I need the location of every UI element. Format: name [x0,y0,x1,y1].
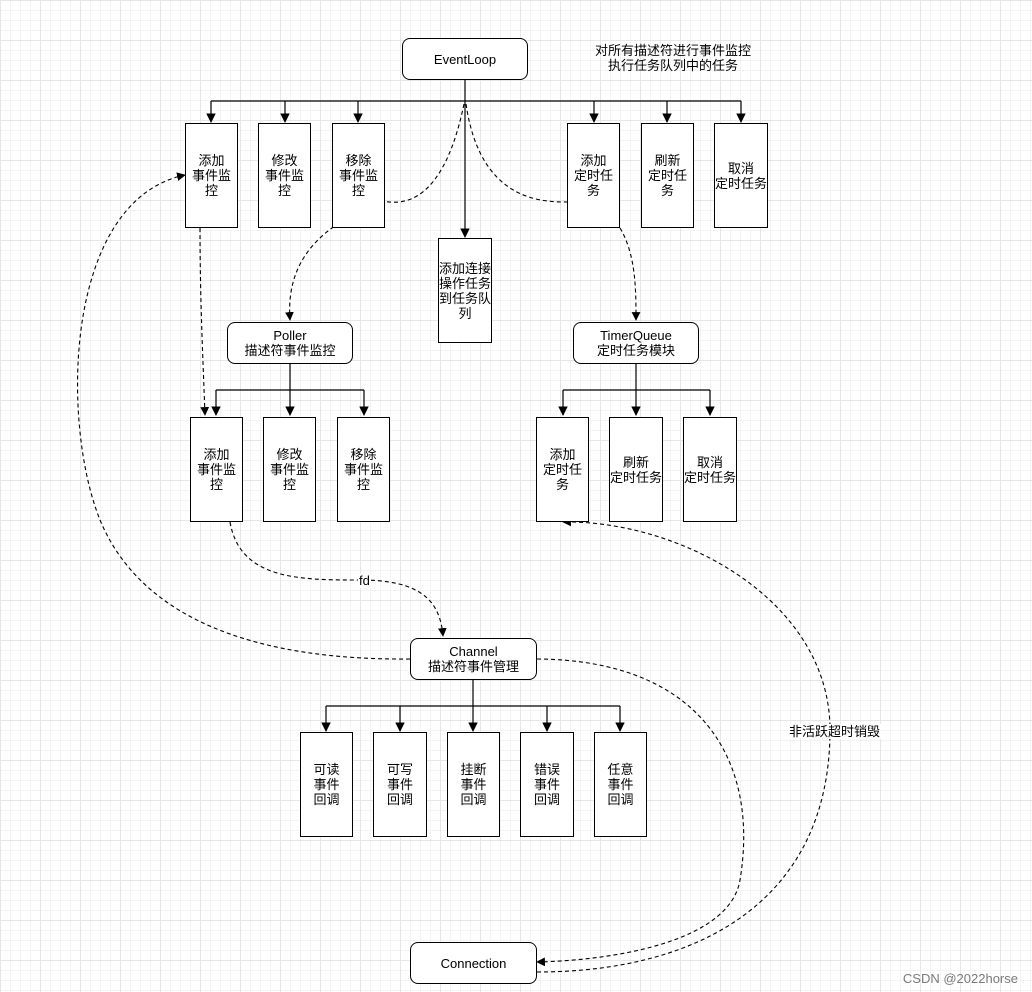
edge-dash-addtimer-to-timerqueue [619,227,641,321]
ch-write-box: 可写 事件 回调 [373,732,427,837]
p-del-monitor-box: 移除 事件监控 [337,417,390,522]
p-mod-monitor-box: 修改 事件监控 [263,417,316,522]
eventloop-note: 对所有描述符进行事件监控 执行任务队列中的任务 [594,43,751,73]
el-del-monitor-box: 移除 事件监控 [332,123,385,228]
ch-read-box: 可读 事件 回调 [300,732,353,837]
tq-cancel-box: 取消 定时任务 [683,417,737,522]
el-add-timer-box: 添加 定时任务 [567,123,620,228]
edge-dash-channel-to-el-add [77,172,411,660]
edge-dash-del-to-poller [285,103,465,321]
p-add-monitor-box: 添加 事件监控 [190,417,243,522]
edge-poller-bus [216,364,364,391]
ch-any-box: 任意 事件 回调 [594,732,647,837]
el-cancel-timer-box: 取消 定时任务 [714,123,768,228]
tq-add-box: 添加 定时任务 [536,417,589,522]
edge-dash-el-add-to-p-add [199,227,210,416]
edge-dash-eventloop-to-timerqueue [465,103,568,203]
edge-label-fd: fd [358,573,371,588]
edge-label-inactive-timeout: 非活跃超时销毁 [788,724,882,739]
poller-node: Poller 描述符事件监控 [227,322,353,364]
eventloop-node: EventLoop [402,38,528,80]
el-refresh-timer-box: 刷新 定时任务 [641,123,694,228]
connection-node: Connection [410,942,537,984]
ch-hangup-box: 挂断 事件 回调 [447,732,500,837]
watermark: CSDN @2022horse [902,971,1018,986]
edge-timerqueue-bus [563,364,710,391]
el-add-conn-task-box: 添加连接 操作任务 到任务队 列 [438,238,492,343]
edge-channel-bus [326,680,620,707]
edge-eventloop-bus [211,80,741,102]
el-add-monitor-box: 添加 事件监控 [185,123,238,228]
channel-node: Channel 描述符事件管理 [410,638,537,680]
edge-dash-connection-to-tq-add [536,517,831,973]
tq-refresh-box: 刷新 定时任务 [609,417,663,522]
el-mod-monitor-box: 修改 事件监控 [258,123,311,228]
edge-dash-channel-to-connection [536,658,745,967]
ch-error-box: 错误 事件 回调 [520,732,574,837]
edge-dash-p-add-to-channel [229,521,447,637]
timerqueue-node: TimerQueue 定时任务模块 [573,322,699,364]
